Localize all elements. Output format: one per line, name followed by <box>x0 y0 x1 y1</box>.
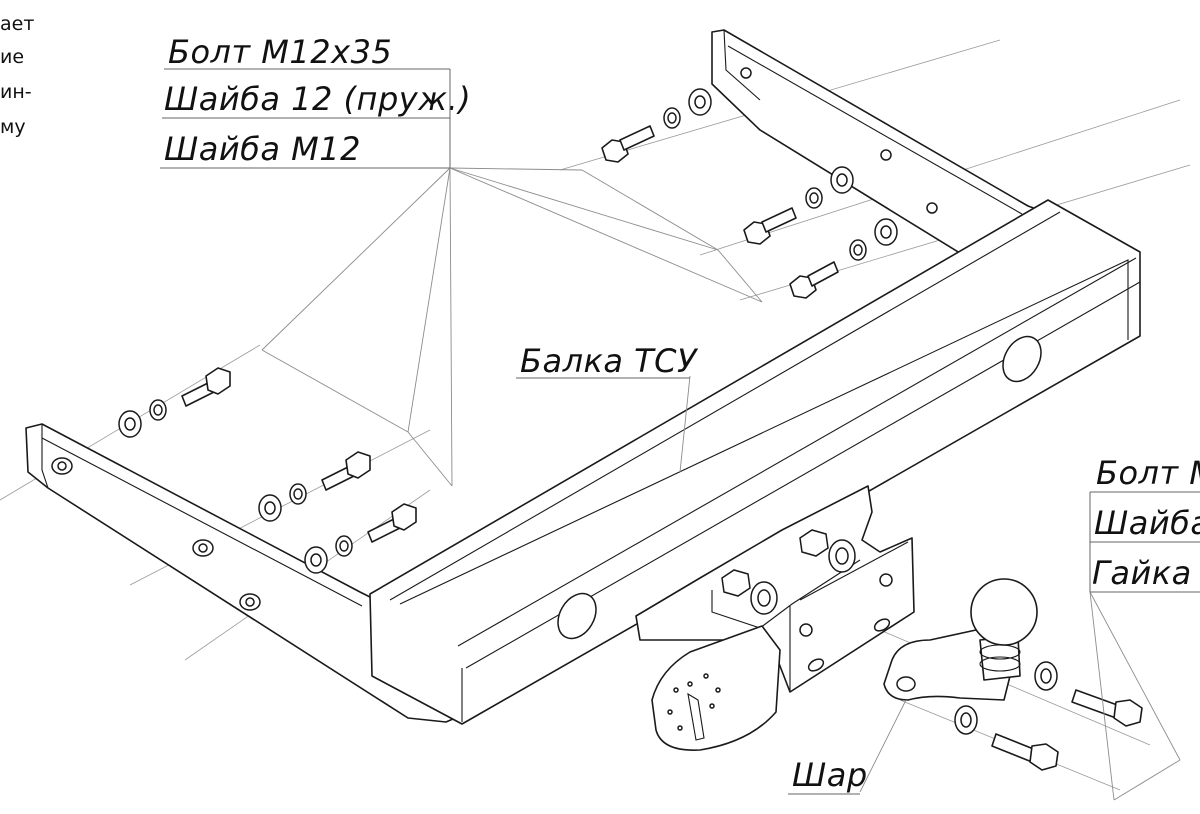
hitch-nut-1 <box>721 569 751 597</box>
label-washer-right-text: Шайба <box>1094 504 1200 542</box>
bolt-shank-r1 <box>619 125 655 151</box>
right-bracket-hole-3 <box>926 202 938 214</box>
label-ball-text: Шар <box>792 756 868 794</box>
label-bolt-m12x35: Болт М12х35 <box>164 33 450 71</box>
hitch-bracket <box>635 485 915 751</box>
side-text-line-3: ин- <box>0 81 32 103</box>
fasteners <box>118 88 1143 771</box>
side-text-line-2: ие <box>0 46 24 68</box>
right-bracket-hole-2 <box>880 149 892 161</box>
ball-mount-hole <box>896 676 916 692</box>
label-beam-text: Балка ТСУ <box>520 342 699 380</box>
bolt-head-l1 <box>205 367 231 395</box>
side-text: ает ие ин- му <box>0 13 34 138</box>
bolt-shank-r2 <box>761 207 797 233</box>
label-nut-right: Гайка <box>1089 492 1200 593</box>
ball-bolt-shank-2 <box>991 733 1037 763</box>
side-text-line-4: му <box>0 116 26 138</box>
label-nut-right-text: Гайка <box>1092 554 1192 592</box>
leader-lines <box>261 167 1181 801</box>
label-bolt-right-text: Болт М <box>1096 454 1200 492</box>
bracket-slot-2 <box>873 618 891 632</box>
tow-ball <box>883 578 1038 701</box>
hitch-nut-2 <box>799 529 829 557</box>
side-text-line-1: ает <box>0 13 34 35</box>
label-washer-m12: Шайба М12 <box>160 69 451 169</box>
beam-hole-right <box>1002 335 1042 383</box>
beam-hole-left <box>557 592 597 640</box>
tow-beam <box>369 199 1141 725</box>
bolt-head-l3 <box>391 503 417 531</box>
bracket-hole-2 <box>879 573 893 587</box>
right-bracket-hole-1 <box>740 67 752 79</box>
bracket-slot-1 <box>807 658 825 672</box>
tow-ball-sphere <box>970 578 1038 646</box>
hitch-plate <box>651 625 781 751</box>
label-ball: Шар <box>788 756 868 795</box>
label-washer-right: Шайба <box>1090 504 1200 543</box>
label-washer-m12-text: Шайба М12 <box>164 130 361 168</box>
bracket-hole-1 <box>799 623 813 637</box>
label-bolt-m12x35-text: Болт М12х35 <box>168 33 392 71</box>
label-washer-12-spring: Шайба 12 (пруж.) <box>162 80 471 119</box>
bolt-shank-r3 <box>807 261 839 287</box>
ball-bolt-shank-1 <box>1071 689 1121 719</box>
ball-bolt-head-2 <box>1029 743 1059 771</box>
ball-bolt-head-1 <box>1113 699 1143 727</box>
label-bolt-right: Болт М <box>1090 454 1200 493</box>
bolt-head-l2 <box>345 451 371 479</box>
left-side-bracket <box>25 423 463 723</box>
label-washer-12-spring-text: Шайба 12 (пруж.) <box>164 80 471 118</box>
label-beam: Балка ТСУ <box>516 342 699 380</box>
